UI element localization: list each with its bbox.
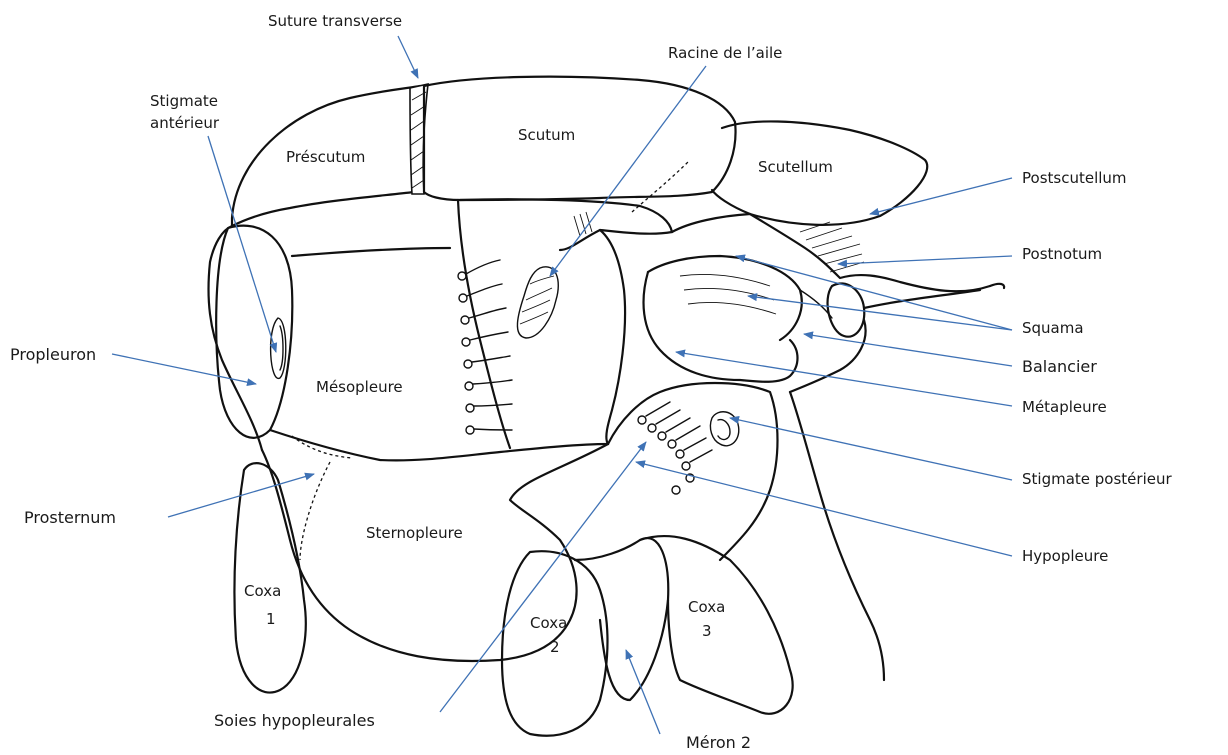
leader-postnotum: [838, 256, 1012, 264]
leader-squama-2: [748, 296, 1012, 330]
label-meron-2: Méron 2: [686, 733, 751, 752]
label-racine-aile: Racine de l’aile: [668, 44, 782, 62]
region-coxa3-b: 3: [702, 622, 712, 640]
label-postnotum: Postnotum: [1022, 245, 1102, 263]
callout-labels: Suture transverse Racine de l’aile Stigm…: [10, 12, 1172, 752]
label-soies-hypopleurales: Soies hypopleurales: [214, 711, 375, 730]
region-prescutum: Préscutum: [286, 148, 365, 166]
region-scutum: Scutum: [518, 126, 575, 144]
label-hypopleure: Hypopleure: [1022, 547, 1108, 565]
label-squama: Squama: [1022, 319, 1084, 337]
leader-suture-transverse: [398, 36, 418, 78]
soies-hypopleurales-bristles: [638, 402, 712, 494]
label-stigmate-posterieur: Stigmate postérieur: [1022, 470, 1172, 488]
region-coxa2-a: Coxa: [530, 614, 567, 632]
region-coxa3-a: Coxa: [688, 598, 725, 616]
meron2-shape: [575, 538, 668, 700]
label-prosternum: Prosternum: [24, 508, 116, 527]
label-metapleure: Métapleure: [1022, 398, 1107, 416]
scutum-shape: [424, 77, 736, 200]
label-postscutellum: Postscutellum: [1022, 169, 1127, 187]
leader-propleuron: [112, 354, 256, 384]
propleuron-shape: [216, 226, 292, 438]
thorax-drawing: [209, 77, 1005, 736]
label-stigmate-anterieur-line2: antérieur: [150, 114, 220, 132]
leader-racine-aile: [550, 66, 706, 276]
leader-stigmate-posterieur: [730, 418, 1012, 480]
leader-soies-hypopleurales: [440, 442, 646, 712]
leader-squama-1: [736, 256, 1012, 330]
region-scutellum: Scutellum: [758, 158, 833, 176]
leader-postscutellum: [870, 178, 1012, 214]
region-sternopleure: Sternopleure: [366, 524, 463, 542]
leader-prosternum: [168, 474, 314, 517]
stigmate-posterieur-shape: [710, 412, 738, 446]
mesopleure-bristles: [458, 260, 512, 434]
leader-balancier: [804, 334, 1012, 366]
postscutellum-hatch: [800, 222, 864, 272]
label-balancier: Balancier: [1022, 357, 1097, 376]
label-suture-transverse: Suture transverse: [268, 12, 402, 30]
region-mesopleure: Mésopleure: [316, 378, 403, 396]
wing-root-shape: [517, 267, 558, 338]
coxa1-shape: [234, 463, 305, 692]
region-coxa1-b: 1: [266, 610, 276, 628]
region-coxa1-a: Coxa: [244, 582, 281, 600]
region-coxa2-b: 2: [550, 638, 560, 656]
leader-meron-2: [626, 650, 660, 734]
coxa3-shape: [640, 536, 793, 714]
leader-stigmate-anterieur: [208, 136, 276, 352]
label-propleuron: Propleuron: [10, 345, 96, 364]
label-stigmate-anterieur-line1: Stigmate: [150, 92, 218, 110]
